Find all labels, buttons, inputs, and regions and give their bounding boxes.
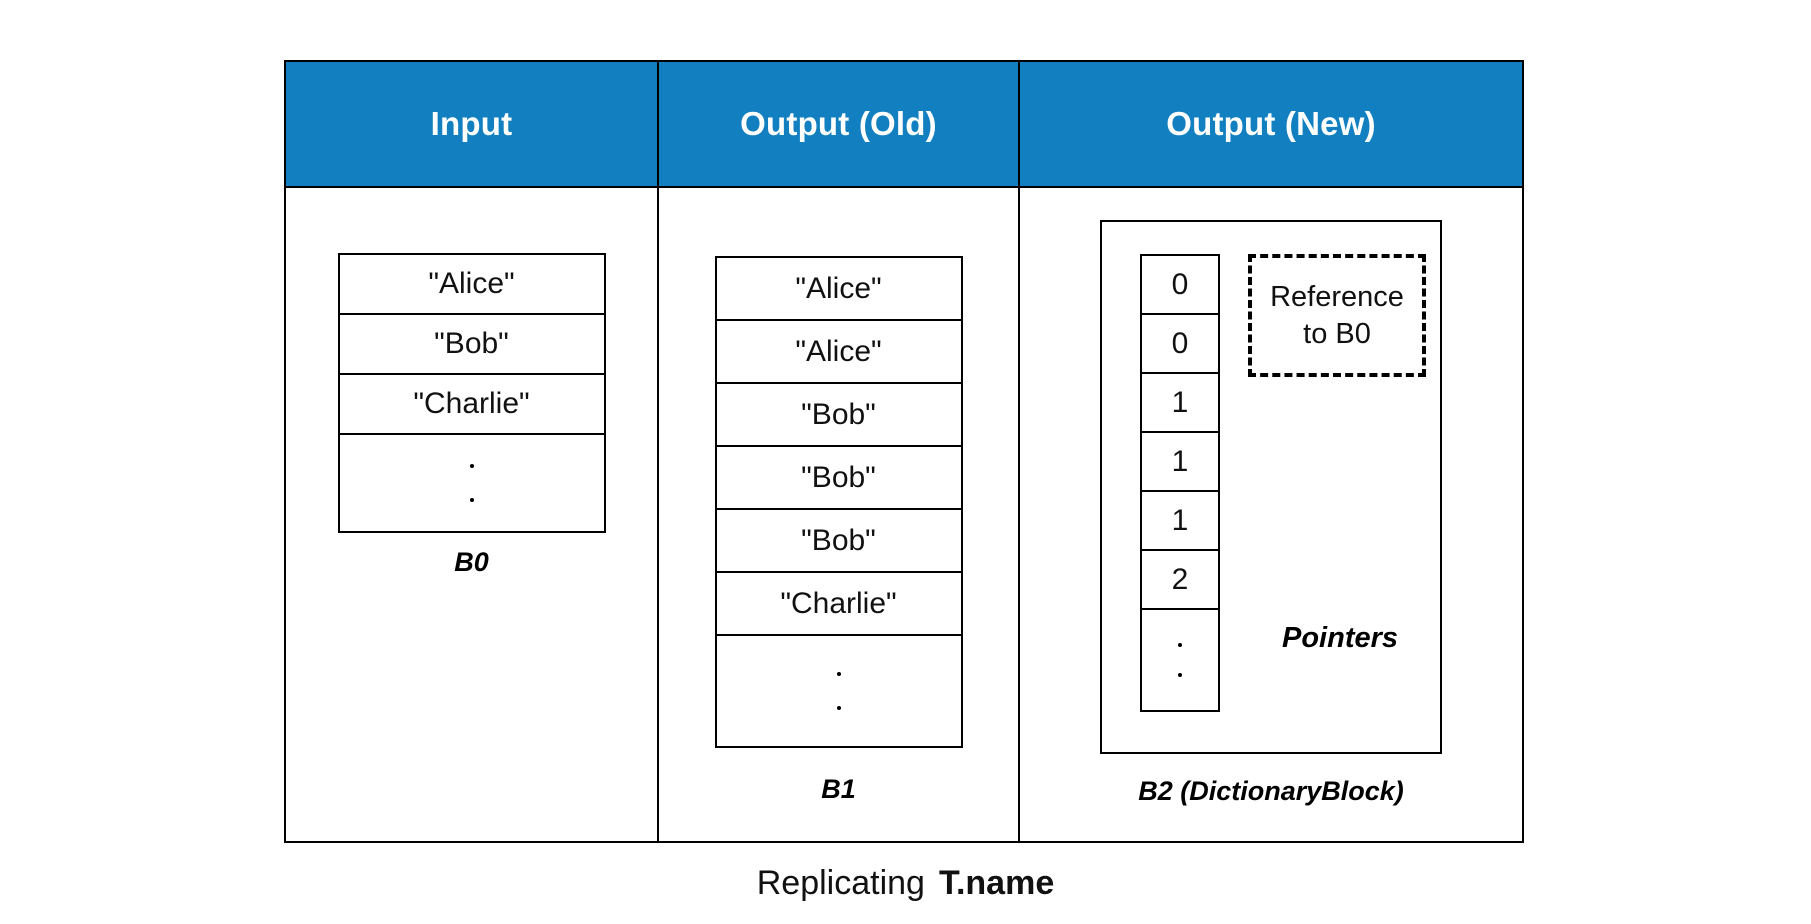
- header-input: Input: [286, 62, 659, 186]
- b2-reference-line2: to B0: [1303, 317, 1371, 350]
- b0-ellipsis-cell: [340, 435, 604, 531]
- b1-ellipsis-cell: [717, 636, 961, 746]
- b2-pointer-3: 1: [1142, 433, 1218, 492]
- ellipsis-dot: [469, 464, 474, 468]
- ellipsis-dot: [469, 498, 474, 502]
- b1-block: "Alice" "Alice" "Bob" "Bob" "Bob" "Charl…: [714, 256, 963, 748]
- b1-value-4: "Bob": [716, 510, 961, 573]
- header-output-old: Output (Old): [659, 62, 1020, 186]
- b0-value-1: "Bob": [339, 315, 604, 375]
- b2-pointer-0: 0: [1142, 256, 1218, 315]
- b1-block-wrapper: "Alice" "Alice" "Bob" "Bob" "Bob" "Charl…: [714, 256, 963, 805]
- table-header-row: Input Output (Old) Output (New): [286, 62, 1522, 186]
- b1-value-5: "Charlie": [716, 573, 961, 636]
- ellipsis-dot: [836, 706, 841, 710]
- column-output-new: Output (New): [1020, 62, 1522, 186]
- b2-pointer-column: 0 0 1 1 1 2: [1140, 254, 1220, 712]
- b2-block-wrapper: 0 0 1 1 1 2: [1100, 220, 1442, 807]
- column-input: Input: [286, 62, 659, 186]
- ellipsis-dot: [1178, 643, 1182, 647]
- b2-reference-text: Reference to B0: [1270, 279, 1404, 352]
- output-new-cell-content: 0 0 1 1 1 2: [1020, 186, 1522, 841]
- output-old-cell-content: "Alice" "Alice" "Bob" "Bob" "Bob" "Charl…: [659, 186, 1020, 841]
- b2-reference-box: Reference to B0: [1248, 254, 1426, 377]
- b0-value-0: "Alice": [339, 255, 604, 315]
- b2-ellipsis-cell: [1142, 610, 1218, 710]
- b1-value-2: "Bob": [716, 384, 961, 447]
- b2-reference-line1: Reference: [1270, 281, 1404, 314]
- cell-output-old: "Alice" "Alice" "Bob" "Bob" "Bob" "Charl…: [659, 186, 1020, 841]
- ellipsis-dot: [1178, 673, 1182, 677]
- b0-label: B0: [454, 547, 489, 577]
- b2-pointer-5: 2: [1142, 551, 1218, 610]
- b0-block-wrapper: "Alice" "Bob" "Charlie" B0: [337, 253, 606, 578]
- b1-value-1: "Alice": [716, 321, 961, 384]
- b2-pointer-2: 1: [1142, 374, 1218, 433]
- b2-label: B2 (DictionaryBlock): [1138, 776, 1404, 806]
- input-cell-content: "Alice" "Bob" "Charlie" B0: [286, 186, 659, 841]
- column-output-old: Output (Old): [659, 62, 1020, 186]
- figure-caption: Replicating T.name: [0, 864, 1811, 903]
- ellipsis-dot: [836, 672, 841, 676]
- table-body-row: "Alice" "Bob" "Charlie" B0: [286, 186, 1522, 841]
- b2-pointers-label: Pointers: [1281, 622, 1399, 654]
- b2-pointer-4: 1: [1142, 492, 1218, 551]
- b2-pointer-1: 0: [1142, 315, 1218, 374]
- b1-label: B1: [821, 774, 856, 804]
- cell-input: "Alice" "Bob" "Charlie" B0: [286, 186, 659, 841]
- cell-output-new: 0 0 1 1 1 2: [1020, 186, 1522, 841]
- b1-value-3: "Bob": [716, 447, 961, 510]
- b0-value-2: "Charlie": [339, 375, 604, 435]
- b2-dictionary-block: 0 0 1 1 1 2: [1100, 220, 1442, 754]
- b1-value-0: "Alice": [716, 258, 961, 321]
- caption-bold-text: T.name: [938, 864, 1055, 902]
- comparison-table: Input Output (Old) Output (New) "Alice" …: [284, 60, 1524, 843]
- header-output-new: Output (New): [1020, 62, 1522, 186]
- b0-block: "Alice" "Bob" "Charlie": [337, 253, 606, 533]
- caption-text: Replicating: [756, 864, 925, 902]
